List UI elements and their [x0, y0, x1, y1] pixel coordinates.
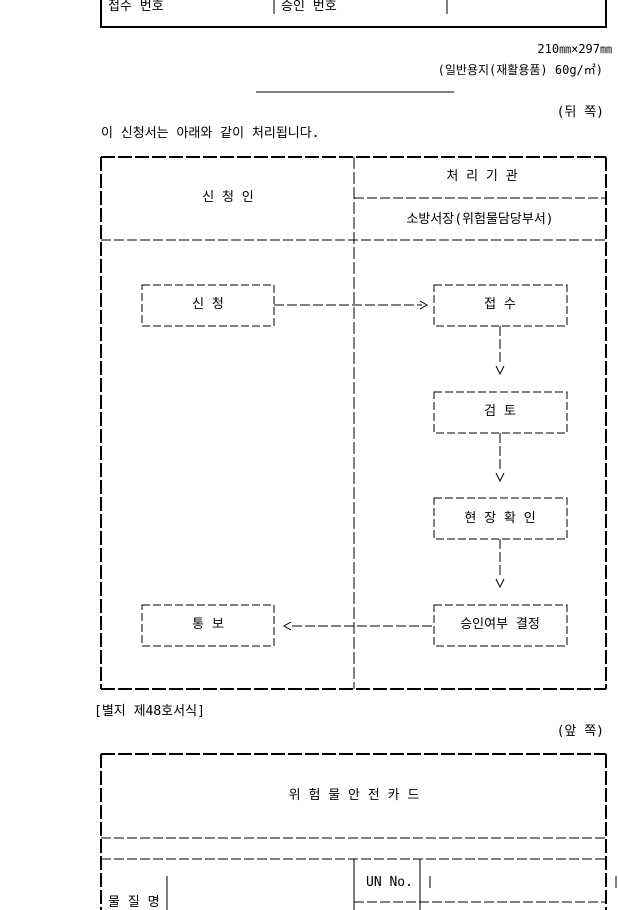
substance-name-label: 물 질 명	[108, 895, 160, 910]
front-side-label: (앞 쪽)	[556, 724, 604, 739]
back-side-label: (뒤 쪽)	[556, 105, 604, 120]
flow-connectors	[274, 304, 501, 627]
step-review: 검 토	[484, 404, 516, 419]
applicant-header: 신 청 인	[202, 190, 254, 205]
agency-header: 처 리 기 관	[446, 169, 518, 184]
step-receive: 접 수	[484, 297, 516, 312]
process-box-border	[100, 156, 607, 690]
step-boxes	[141, 284, 568, 647]
step-apply: 신 청	[192, 297, 224, 312]
agency-name: 소방서장(위험물담당부서)	[406, 212, 554, 227]
top-table-border	[100, 0, 607, 28]
arrow-heads	[282, 300, 505, 631]
step-site-check: 현 장 확 인	[464, 511, 536, 526]
paper-type: (일반용지(재활용품) 60g/㎡)	[437, 63, 603, 77]
receipt-number-label: 접수 번호	[108, 0, 164, 14]
step-notify: 통 보	[192, 617, 224, 632]
process-intro: 이 신청서는 아래와 같이 처리됩니다.	[101, 126, 320, 141]
approval-number-label: 승인 번호	[281, 0, 337, 14]
safety-card-border	[100, 753, 617, 910]
form-number-label: [별지 제48호서식]	[94, 704, 205, 719]
safety-card-title: 위 험 물 안 전 카 드	[288, 788, 420, 803]
paper-size: 210㎜×297㎜	[537, 42, 612, 56]
step-decision: 승인여부 결정	[460, 617, 540, 632]
un-number-label: UN No.	[366, 875, 413, 890]
